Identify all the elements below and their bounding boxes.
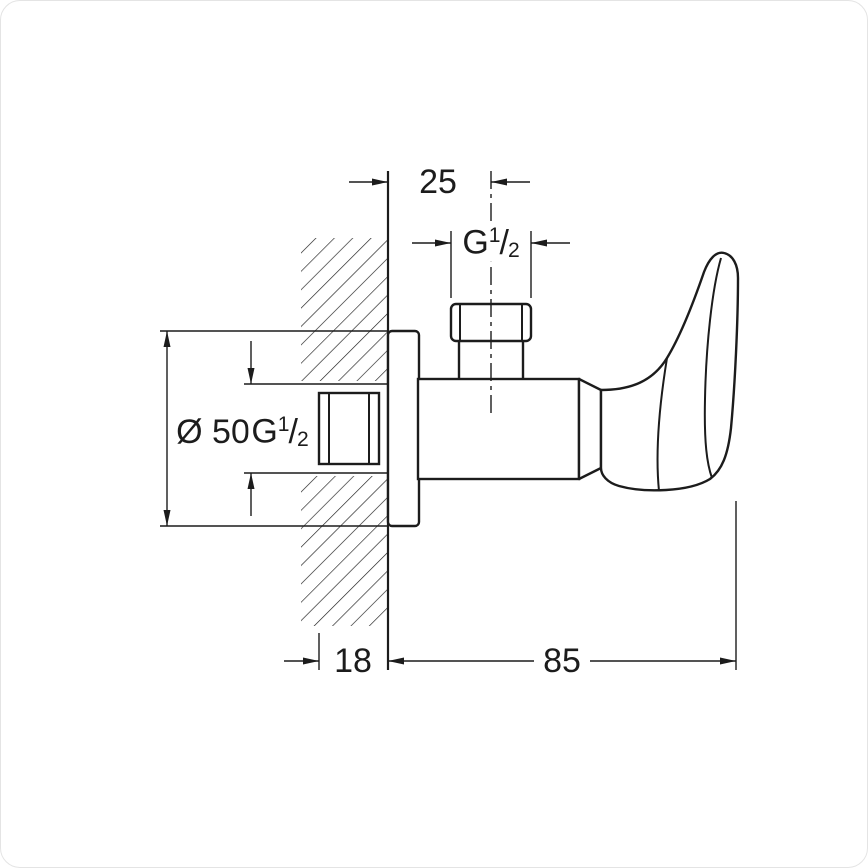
- extension-lines: [160, 231, 737, 670]
- lever-handle: [599, 251, 740, 492]
- dim-flange-diameter-label: Ø 50: [173, 414, 253, 450]
- dim-top-offset-label: 25: [416, 164, 460, 200]
- valve-body: [416, 377, 581, 481]
- dim-depth-label: 85: [540, 643, 584, 679]
- handle-taper: [577, 377, 603, 481]
- wall-hatch: [301, 238, 388, 626]
- dim-top-thread-label: G1/2: [459, 223, 523, 263]
- dim-side-thread-label: G1/2: [248, 412, 312, 452]
- dim-wall-thickness-label: 18: [331, 643, 375, 679]
- inlet-neck: [457, 341, 525, 379]
- dimension-arrows: [163, 178, 736, 665]
- escutcheon: [386, 329, 421, 528]
- wall-union-nut: [317, 391, 381, 466]
